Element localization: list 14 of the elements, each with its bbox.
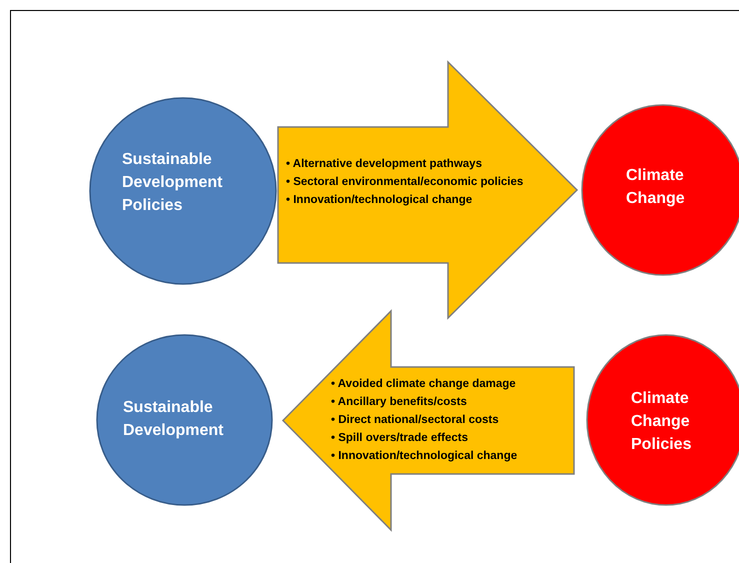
bullet-item: • Innovation/technological change [286,193,474,208]
bullet-item: • Innovation/technological change [331,449,518,464]
bullet-item: • Direct national/sectoral costs [331,413,500,428]
block-arrow [277,60,578,320]
bullet-item: • Ancillary benefits/costs [331,395,468,410]
circle-label: Sustainable Development Policies [122,150,224,216]
circle-label: Sustainable Development [123,398,224,441]
bullet-item: • Alternative development pathways [286,157,483,172]
bullet-item: • Spill overs/trade effects [331,431,469,446]
bullet-item: • Avoided climate change damage [331,377,517,392]
circle-label: Climate Change [626,166,686,209]
block-arrow [282,309,575,532]
bullet-item: • Sectoral environmental/economic policies [286,175,524,190]
circle-label: Climate Change Policies [631,389,692,455]
